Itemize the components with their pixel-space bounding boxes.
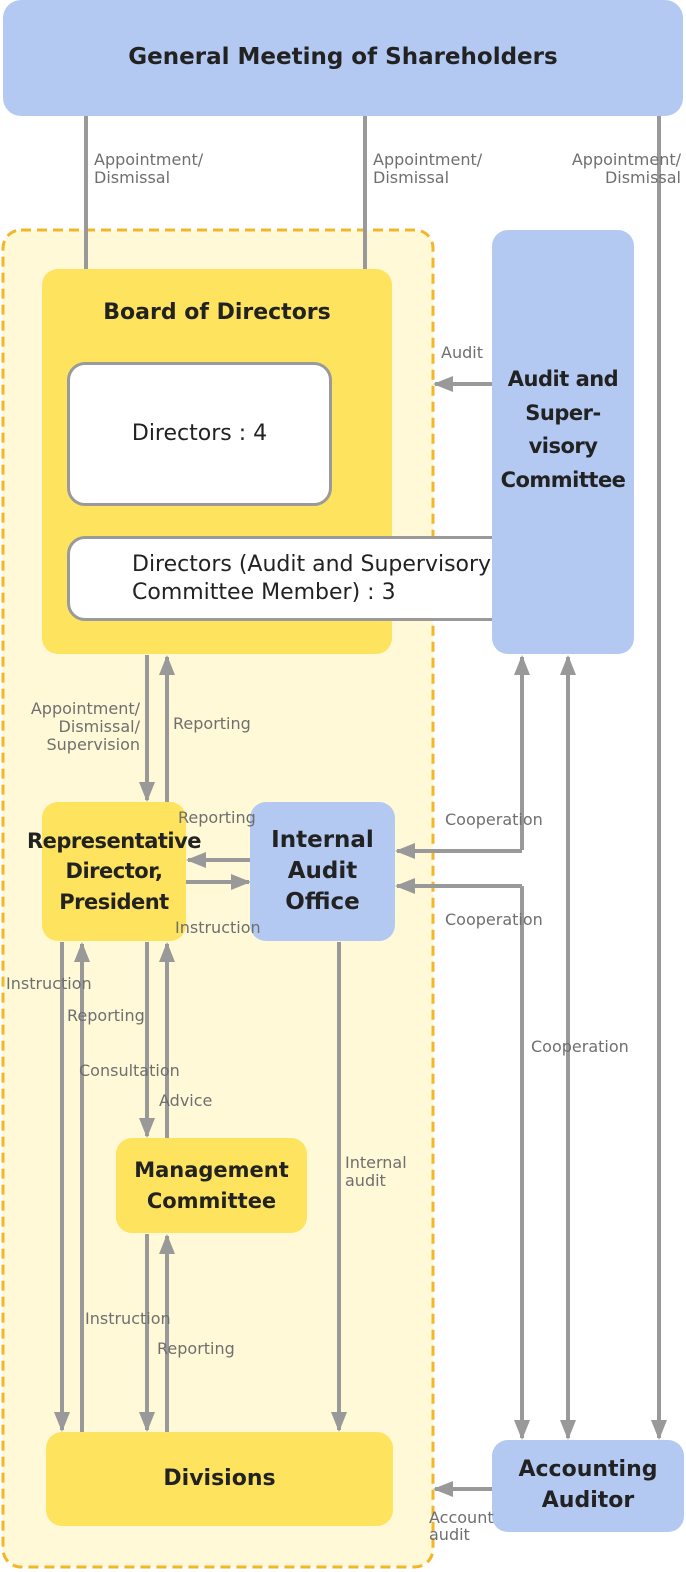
label-cooperation-1: Cooperation (445, 810, 543, 829)
audit-committee-label: Audit and Super-visory Committee (500, 367, 626, 492)
label-internal-audit: Internal audit (345, 1153, 407, 1190)
divisions-box: Divisions (46, 1432, 393, 1526)
management-box: Management Committee (116, 1138, 307, 1233)
label-instruction-mc: Instruction (85, 1309, 171, 1328)
label-instruction-div: Instruction (6, 974, 92, 993)
label-appoint-supervision: Appointment/ Dismissal/ Supervision (30, 699, 140, 754)
board-label: Board of Directors (103, 300, 331, 325)
directors-box: Directors : 4 (67, 362, 332, 506)
label-account-audit: Account audit (429, 1508, 494, 1544)
president-box: Representative Director, President (27, 802, 202, 941)
label-appoint-mid: Appointment/ Dismissal (373, 150, 483, 187)
accounting-auditor-label: Accounting Auditor (518, 1457, 658, 1513)
internal-audit-label: Internal Audit Office (271, 826, 374, 916)
accounting-auditor-box: Accounting Auditor (492, 1440, 684, 1532)
shareholders-label: General Meeting of Shareholders (128, 44, 558, 71)
divisions-label: Divisions (163, 1465, 276, 1491)
label-instruction-ia: Instruction (175, 918, 261, 937)
label-reporting-board: Reporting (173, 714, 251, 733)
president-label: Representative Director, President (26, 828, 202, 914)
label-cooperation-3: Cooperation (531, 1037, 629, 1056)
label-appoint-right: Appointment/ Dismissal (571, 150, 681, 187)
label-reporting-ia: Reporting (178, 808, 256, 827)
audit-directors-label: Directors (Audit and Supervisory Committ… (132, 552, 492, 605)
label-reporting-div: Reporting (67, 1006, 145, 1025)
management-label: Management Committee (134, 1158, 289, 1213)
label-consultation: Consultation (79, 1061, 180, 1080)
label-cooperation-2: Cooperation (445, 910, 543, 929)
internal-audit-box: Internal Audit Office (250, 802, 395, 941)
label-advice: Advice (159, 1091, 213, 1110)
directors-label: Directors : 4 (131, 420, 268, 446)
shareholders-box: General Meeting of Shareholders (3, 0, 683, 116)
label-appoint-left: Appointment/ Dismissal (94, 150, 204, 187)
label-audit: Audit (441, 343, 483, 362)
label-reporting-mc: Reporting (157, 1339, 235, 1358)
audit-committee-box: Audit and Super-visory Committee (492, 230, 634, 654)
